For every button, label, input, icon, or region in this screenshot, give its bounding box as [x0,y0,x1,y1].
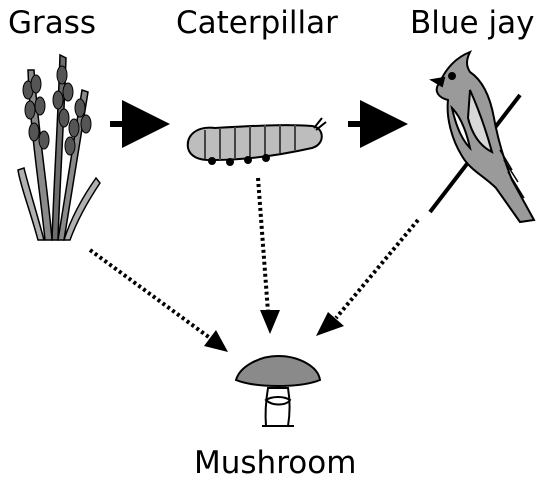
grass-icon [18,55,100,240]
arrow-blue-jay-to-mushroom [336,220,418,318]
arrowhead-caterpillar-to-mushroom [260,310,280,334]
arrow-grass-to-mushroom [90,250,210,338]
mushroom-icon [236,356,320,426]
arrow-caterpillar-to-mushroom [258,178,268,312]
blue-jay-icon [430,52,534,222]
arrowhead-grass-to-mushroom [204,330,228,352]
dotted-arrows [90,178,418,352]
caterpillar-icon [188,118,326,165]
arrowhead-blue-jay-to-mushroom [316,312,344,336]
